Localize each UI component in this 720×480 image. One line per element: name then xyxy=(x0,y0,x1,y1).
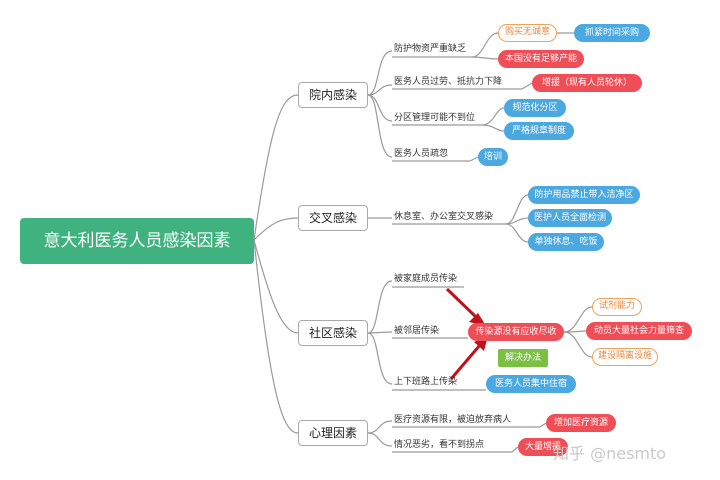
branch-overwork[interactable]: 医务人员过劳、抵抗力下降 xyxy=(394,77,503,87)
tag-procure[interactable]: 抓紧时间采购 xyxy=(574,24,650,42)
category-psychological[interactable]: 心理因素 xyxy=(298,420,368,446)
connector-community-family xyxy=(367,280,393,334)
branch-ppe-shortage[interactable]: 防护物资严重缺乏 xyxy=(394,44,467,54)
tag-no-capacity[interactable]: 本国没有足够产能 xyxy=(498,50,584,68)
tag-strict-rules[interactable]: 严格规章制度 xyxy=(504,122,574,140)
connector-hospital-zoning xyxy=(367,94,393,122)
tag-buy-none[interactable]: 购买无诚意 xyxy=(498,24,557,42)
tag-solution[interactable]: 解决办法 xyxy=(498,349,548,367)
tag-training[interactable]: 培训 xyxy=(478,148,508,166)
tag-mobilize[interactable]: 动员大量社会力量筛查 xyxy=(586,322,692,340)
connector-hospital-negligence xyxy=(367,94,393,158)
connector-root-community xyxy=(253,239,299,334)
category-cross-infection[interactable]: 交叉感染 xyxy=(298,205,368,231)
tag-separate-rest[interactable]: 单独休息、吃饭 xyxy=(528,233,604,251)
branch-bad-situation[interactable]: 情况恶劣，看不到拐点 xyxy=(394,440,485,450)
tag-screen-staff[interactable]: 医护人员全面检测 xyxy=(528,209,612,227)
branch-neighbor[interactable]: 被邻居传染 xyxy=(394,326,440,336)
watermark: 知乎 @nesmto xyxy=(553,444,667,463)
tag-reinforcement[interactable]: 大量增援 xyxy=(518,438,568,456)
tag-isolation-facility[interactable]: 建设隔离设施 xyxy=(592,348,658,366)
connector-hospital-overwork xyxy=(367,84,393,96)
branch-rest-area[interactable]: 休息室、办公室交叉感染 xyxy=(394,212,494,222)
branch-family[interactable]: 被家庭成员传染 xyxy=(394,274,458,284)
tag-infection-source[interactable]: 传染源没有应收尽收 xyxy=(468,323,564,341)
branch-limited-resources[interactable]: 医疗资源有限，被迫放弃病人 xyxy=(394,415,512,425)
tag-test-capacity[interactable]: 试剂能力 xyxy=(592,298,642,316)
tag-staff-housing[interactable]: 医务人员集中住宿 xyxy=(486,375,576,393)
tag-standard-zone[interactable]: 规范化分区 xyxy=(504,99,566,117)
connector-hospital-ppe xyxy=(367,50,393,96)
tag-reinforce[interactable]: 增援（现有人员轮休） xyxy=(532,74,642,92)
connector-community-commute xyxy=(367,332,393,385)
branch-negligence[interactable]: 医务人员疏忽 xyxy=(394,149,449,159)
category-community-infection[interactable]: 社区感染 xyxy=(298,320,368,346)
connector-root-psych xyxy=(253,239,299,434)
connector-root-hospital xyxy=(253,94,299,241)
root-node[interactable]: 意大利医务人员感染因素 xyxy=(20,218,254,264)
connector-community-neighbor xyxy=(367,331,393,334)
connector-root-cross xyxy=(253,217,299,241)
tag-more-resources[interactable]: 增加医疗资源 xyxy=(546,414,616,432)
category-hospital-infection[interactable]: 院内感染 xyxy=(298,82,368,108)
branch-zoning[interactable]: 分区管理可能不到位 xyxy=(394,113,476,123)
tag-no-ppe-clean-zone[interactable]: 防护用品禁止带入洁净区 xyxy=(528,186,640,204)
branch-commute[interactable]: 上下班路上传染 xyxy=(394,377,458,387)
red-arrows xyxy=(445,287,488,380)
